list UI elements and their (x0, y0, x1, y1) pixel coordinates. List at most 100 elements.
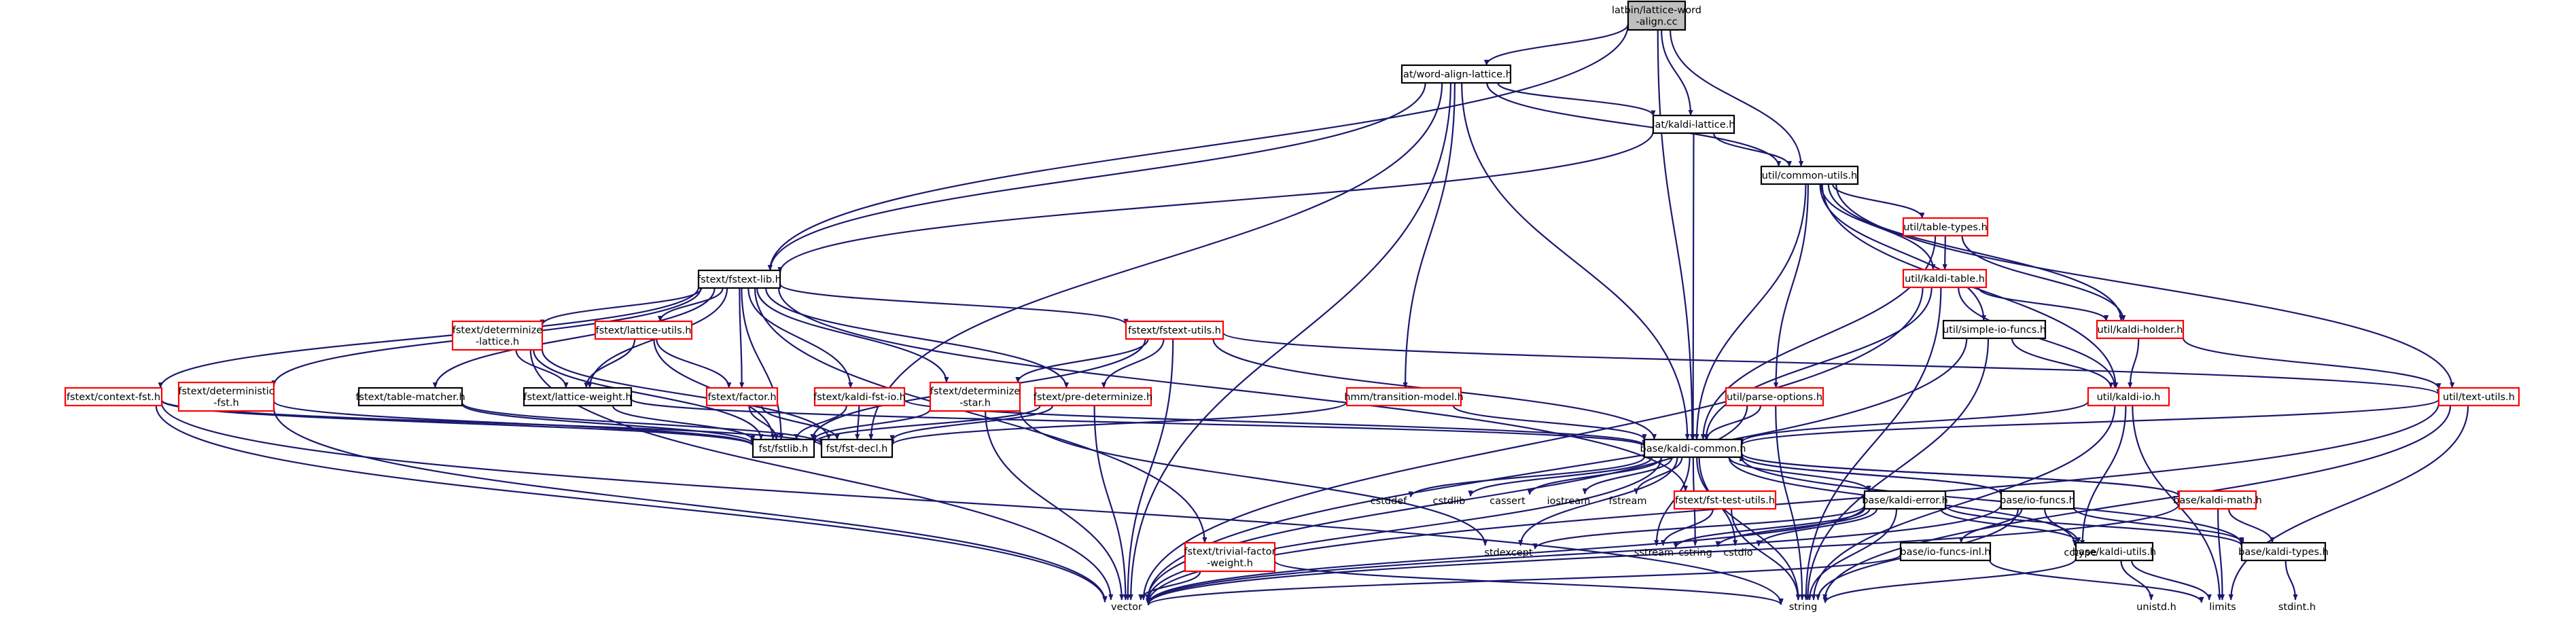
node-contextfst-box (64, 387, 163, 407)
node-kaldiholder[interactable]: util/kaldi-holder.h (2096, 319, 2185, 340)
node-determinizestar[interactable]: fstext/determinize-star.h (929, 381, 1021, 412)
node-wordalign[interactable]: lat/word-align-lattice.h (1400, 64, 1512, 84)
node-determinizestar-box (929, 381, 1021, 412)
node-simpleio[interactable]: util/simple-io-funcs.h (1942, 319, 2047, 340)
edge-fstextlib-to-fsttestutils (777, 287, 1689, 492)
edge-kalditable-to-vector (1141, 287, 1924, 601)
node-transitionmodel-box (1345, 387, 1462, 407)
node-stdexcept: stdexcept (1484, 548, 1533, 558)
node-kaldifstio-label-0: fstext/kaldi-fst-io.h (813, 392, 906, 403)
node-predeterminize[interactable]: fstext/pre-determinize.h (1034, 387, 1152, 407)
node-contextfst[interactable]: fstext/context-fst.h (64, 387, 163, 407)
edge-contextfst-to-vector (155, 405, 1108, 603)
edge-kaldimath-to-limits (2217, 508, 2225, 601)
node-latticeutils-box (594, 320, 693, 340)
node-fstlib[interactable]: fst/fstlib.h (752, 438, 815, 459)
edge-wordalign-to-fstextlib (767, 82, 1426, 271)
edge-kaldiio-to-kaldicommon (1739, 401, 2089, 444)
node-transitionmodel-label-0: hmm/transition-model.h (1344, 392, 1464, 403)
node-stdint-label-0: stdint.h (2278, 602, 2316, 613)
node-tabletypes[interactable]: util/table-types.h (1902, 217, 1989, 237)
edge-kaldicommon-to-fstream (1634, 456, 1683, 495)
edge-wordalign-to-kaldicommon (1461, 82, 1690, 440)
node-fstream: fstream (1609, 496, 1647, 507)
node-parseoptions[interactable]: util/parse-options.h (1725, 387, 1824, 407)
edge-latticeutils-to-latticeweight (584, 338, 636, 389)
node-kaldiio-box (2087, 387, 2170, 407)
node-root-label-0: latbin/lattice-word (1612, 5, 1701, 16)
edge-deterministicfst-to-vector (272, 408, 1108, 603)
edge-kaldiio-to-cctype (2080, 405, 2127, 546)
node-tablematcher[interactable]: fstext/table-matcher.h (355, 387, 465, 407)
edge-fstextlib-to-fstlib (741, 287, 784, 440)
node-kaldiutils[interactable]: base/kaldi-utils.h (2072, 541, 2156, 562)
edge-kalditypes-to-stdint (2284, 560, 2298, 601)
edge-simpleio-to-kaldiio (2011, 338, 2114, 389)
node-determinizelattice[interactable]: fstext/determinize-lattice.h (451, 320, 544, 351)
edge-kaldicommon-to-string (1698, 456, 1801, 601)
node-latticeweight[interactable]: fstext/lattice-weight.h (523, 387, 633, 407)
node-deterministicfst[interactable]: fstext/deterministic-fst.h (177, 381, 275, 412)
node-iofuncs[interactable]: base/io-funcs.h (2000, 490, 2075, 510)
file-nodes: latbin/lattice-word-align.cc lat/word-ali… (64, 0, 2520, 613)
node-iofuncs-box (2000, 490, 2075, 510)
node-kaldimath[interactable]: base/kaldi-math.h (2173, 490, 2262, 510)
node-fsttestutils[interactable]: fstext/fst-test-utils.h (1673, 490, 1777, 510)
node-kaldiio[interactable]: util/kaldi-io.h (2087, 387, 2170, 407)
node-latticeweight-label-0: fstext/lattice-weight.h (523, 392, 631, 403)
node-fstlib-box (752, 438, 815, 459)
node-fstextlib[interactable]: fstext/fstext-lib.h (697, 269, 781, 289)
node-sstream: sstream (1634, 548, 1674, 558)
node-kaldiutils-box (2075, 541, 2154, 562)
edge-commonutils-to-kaldicommon (1694, 183, 1807, 440)
node-latticeutils[interactable]: fstext/lattice-utils.h (594, 320, 693, 340)
node-latticeutils-label-0: fstext/lattice-utils.h (596, 325, 692, 336)
edge-latticeweight-to-kaldicommon (630, 398, 1647, 447)
node-parseoptions-label-0: util/parse-options.h (1727, 392, 1822, 403)
node-trivialfactor-label-0: fstext/trivial-factor (1184, 547, 1275, 558)
node-fstdecl-label-0: fst/fst-decl.h (826, 444, 888, 454)
edge-kaldilattice-to-fstextlib (777, 130, 1655, 274)
node-cctype-label-0: cctype (2064, 548, 2096, 558)
node-kalditable[interactable]: util/kaldi-table.h (1902, 268, 1988, 289)
node-fstdecl[interactable]: fst/fst-decl.h (820, 438, 894, 459)
edge-kaldifstio-to-fstlib (794, 405, 847, 440)
node-tablematcher-label-0: fstext/table-matcher.h (355, 392, 465, 403)
node-fstextutils[interactable]: fstext/fstext-utils.h (1125, 320, 1224, 340)
edge-root-to-commonutils (1670, 29, 1804, 167)
node-fstextlib-label-0: fstext/fstext-lib.h (697, 274, 781, 285)
edge-iofuncs-to-cctype (2044, 508, 2077, 546)
edge-predeterminize-to-fstlib (811, 405, 1041, 444)
node-cstdio: cstdio (1723, 548, 1752, 558)
node-cstddef: cstddef (1371, 496, 1408, 507)
node-kaldifstio[interactable]: fstext/kaldi-fst-io.h (813, 387, 906, 407)
edge-kaldifstio-to-fstdecl (855, 405, 860, 440)
node-cctype: cctype (2064, 548, 2096, 558)
node-root[interactable]: latbin/lattice-word-align.cc (1612, 0, 1701, 31)
edge-transitionmodel-to-kaldicommon (1452, 405, 1647, 441)
node-latticeweight-box (523, 387, 633, 407)
node-kaldilattice[interactable]: lat/kaldi-lattice.h (1652, 114, 1735, 135)
node-textutils[interactable]: util/text-utils.h (2437, 387, 2520, 407)
node-commonutils[interactable]: util/common-utils.h (1760, 165, 1859, 185)
edge-fstextlib-to-contextfst (158, 287, 700, 389)
edge-tablematcher-to-fstlib (461, 404, 756, 445)
node-kaldicommon[interactable]: base/kaldi-common.h (1640, 438, 1746, 459)
node-deterministicfst-label-1: -fst.h (213, 398, 239, 409)
node-cstdio-label-0: cstdio (1723, 548, 1752, 558)
node-sstream-label-0: sstream (1634, 548, 1674, 558)
node-iofuncsinl[interactable]: base/io-funcs-inl.h (1899, 541, 1992, 562)
node-kaldiholder-label-0: util/kaldi-holder.h (2098, 325, 2183, 336)
node-kalditypes[interactable]: base/kaldi-types.h (2238, 541, 2329, 562)
node-fsttestutils-label-0: fstext/fst-test-utils.h (1675, 495, 1775, 506)
node-predeterminize-box (1034, 387, 1152, 407)
node-transitionmodel[interactable]: hmm/transition-model.h (1344, 387, 1464, 407)
dependency-edges (155, 23, 2469, 606)
node-trivialfactor[interactable]: fstext/trivial-factor-weight.h (1184, 541, 1276, 573)
edge-fstextlib-to-determinizestar (756, 287, 949, 383)
node-parseoptions-box (1725, 387, 1824, 407)
node-kaldierror[interactable]: base/kaldi-error.h (1862, 490, 1948, 510)
node-factor[interactable]: fstext/factor.h (705, 387, 779, 407)
node-kaldicommon-label-0: base/kaldi-common.h (1640, 444, 1746, 454)
node-fstream-label-0: fstream (1609, 496, 1647, 507)
